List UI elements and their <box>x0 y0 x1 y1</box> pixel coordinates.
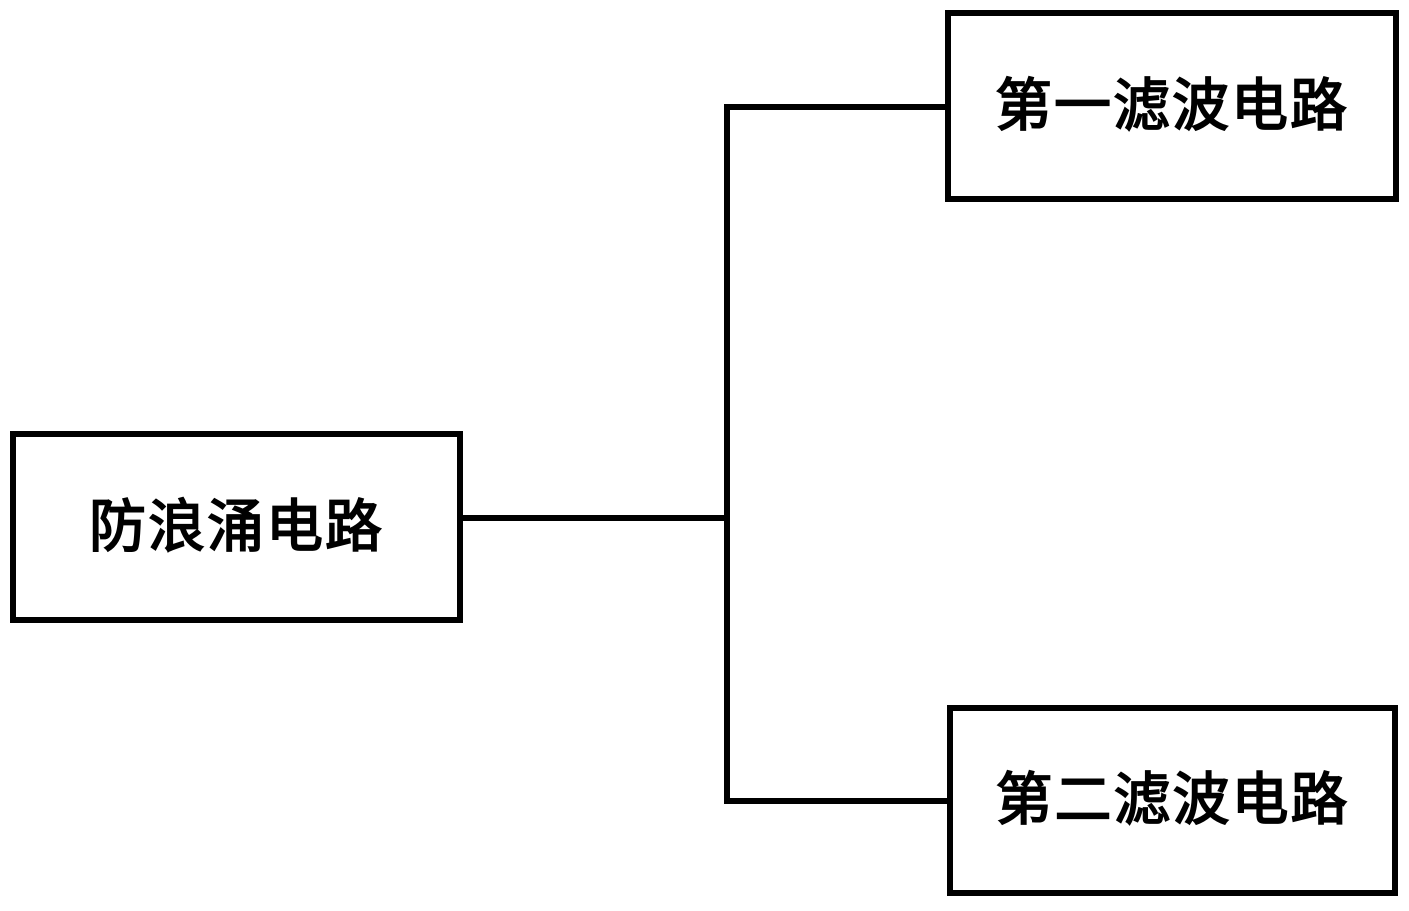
node-first-filter-circuit: 第一滤波电路 <box>945 10 1399 202</box>
node-surge-protection-circuit: 防浪涌电路 <box>10 431 463 623</box>
node-surge-protection-label: 防浪涌电路 <box>89 495 384 559</box>
connector-trunk-to-second-filter <box>724 798 947 804</box>
node-first-filter-label: 第一滤波电路 <box>995 74 1349 138</box>
connector-surge-to-trunk <box>463 515 729 521</box>
node-second-filter-circuit: 第二滤波电路 <box>947 705 1398 896</box>
connector-vertical-trunk <box>724 104 730 804</box>
connector-trunk-to-first-filter <box>724 104 945 110</box>
node-second-filter-label: 第二滤波电路 <box>995 769 1350 832</box>
